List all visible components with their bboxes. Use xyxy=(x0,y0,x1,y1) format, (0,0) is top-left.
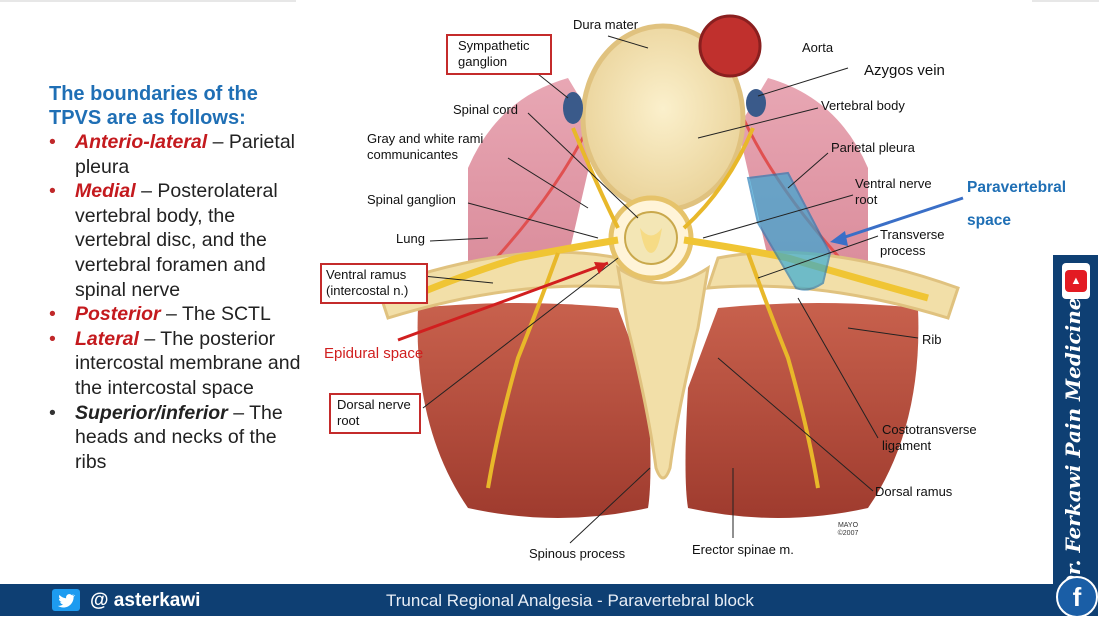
boundary-text: – Parietal pleura xyxy=(75,131,296,178)
label-dorsal-ramus: Dorsal ramus xyxy=(875,484,953,499)
label-azygos-vein: Azygos vein xyxy=(864,62,945,79)
aorta-shape xyxy=(698,14,762,78)
course-title: Truncal Regional Analgesia - Paravertebr… xyxy=(386,591,754,610)
youtube-icon[interactable]: ▲ xyxy=(1062,263,1090,299)
anatomy-figure: Dura mater Aorta Azygos vein Vertebral b… xyxy=(318,8,1066,578)
label-epidural-space: Epidural space xyxy=(324,345,424,362)
boundaries-list: •Anterio-lateral – Parietal pleura •Medi… xyxy=(49,130,309,474)
label-paravertebral-space: Paravertebral space xyxy=(967,179,1067,229)
label-transverse-process: Transverse process xyxy=(880,227,945,258)
label-dorsal-nerve-root: Dorsal nerve root xyxy=(329,393,421,434)
left-muscle xyxy=(417,303,651,518)
footer-bar xyxy=(0,584,1053,616)
boundary-term: Superior/inferior xyxy=(75,401,228,424)
boundaries-heading: The boundaries of the TPVS are as follow… xyxy=(49,83,258,129)
label-aorta: Aorta xyxy=(802,40,834,55)
top-divider-right xyxy=(1032,0,1099,2)
label-vertebral-body: Vertebral body xyxy=(821,98,905,113)
facebook-icon[interactable]: f xyxy=(1056,576,1098,618)
label-sympathetic-ganglion: Sympathetic ganglion xyxy=(446,34,552,75)
list-item: •Lateral – The posterior intercostal mem… xyxy=(49,327,301,399)
label-gray-white-rami: Gray and white rami communicantes xyxy=(367,131,484,162)
top-divider xyxy=(0,0,296,2)
boundary-term: Lateral xyxy=(75,327,139,350)
label-spinal-cord: Spinal cord xyxy=(453,102,519,117)
label-parietal-pleura: Parietal pleura xyxy=(831,140,915,155)
label-ventral-nerve-root: Ventral nerve root xyxy=(855,176,932,207)
label-costotransverse-ligament: Costotransverse ligament xyxy=(882,422,977,453)
label-lung: Lung xyxy=(396,231,425,246)
list-item: •Posterior – The SCTL xyxy=(49,303,271,326)
author-sidebar xyxy=(1053,255,1098,616)
left-lung xyxy=(468,78,598,288)
label-spinous-process: Spinous process xyxy=(529,546,626,561)
label-spinal-ganglion: Spinal ganglion xyxy=(367,192,456,207)
anatomy-illustration xyxy=(376,14,964,544)
boundary-term: Medial xyxy=(75,180,136,203)
mayo-copyright: MAYO ©2007 xyxy=(837,522,859,537)
boundary-text: – The posterior intercostal membrane and… xyxy=(75,327,301,399)
list-item: •Superior/inferior – The heads and necks… xyxy=(49,401,283,473)
label-ventral-ramus: Ventral ramus (intercostal n.) xyxy=(320,263,428,304)
boundary-text: – Posterolateral vertebral body, the ver… xyxy=(75,180,278,301)
label-rib: Rib xyxy=(922,332,942,347)
boundary-text: – The SCTL xyxy=(160,303,271,326)
label-dura-mater: Dura mater xyxy=(573,17,639,32)
spinous-process-shape xyxy=(615,264,711,480)
label-erector-spinae: Erector spinae m. xyxy=(692,542,794,557)
author-name: Dr. Ferkawi Pain Medicine xyxy=(1061,297,1085,593)
twitter-icon[interactable] xyxy=(52,589,80,611)
author-banner: Dr. Ferkawi Pain Medicine xyxy=(1048,298,1098,593)
boundary-term: Posterior xyxy=(75,303,161,326)
list-item: •Medial – Posterolateral vertebral body,… xyxy=(49,180,278,301)
boundary-term: Anterio-lateral xyxy=(75,131,208,153)
boundary-text: – The heads and necks of the ribs xyxy=(75,401,283,473)
boundaries-panel: The boundaries of the TPVS are as follow… xyxy=(49,82,309,474)
twitter-handle[interactable]: @ asterkawi xyxy=(90,590,201,611)
list-item: •Anterio-lateral – Parietal pleura xyxy=(49,131,296,178)
